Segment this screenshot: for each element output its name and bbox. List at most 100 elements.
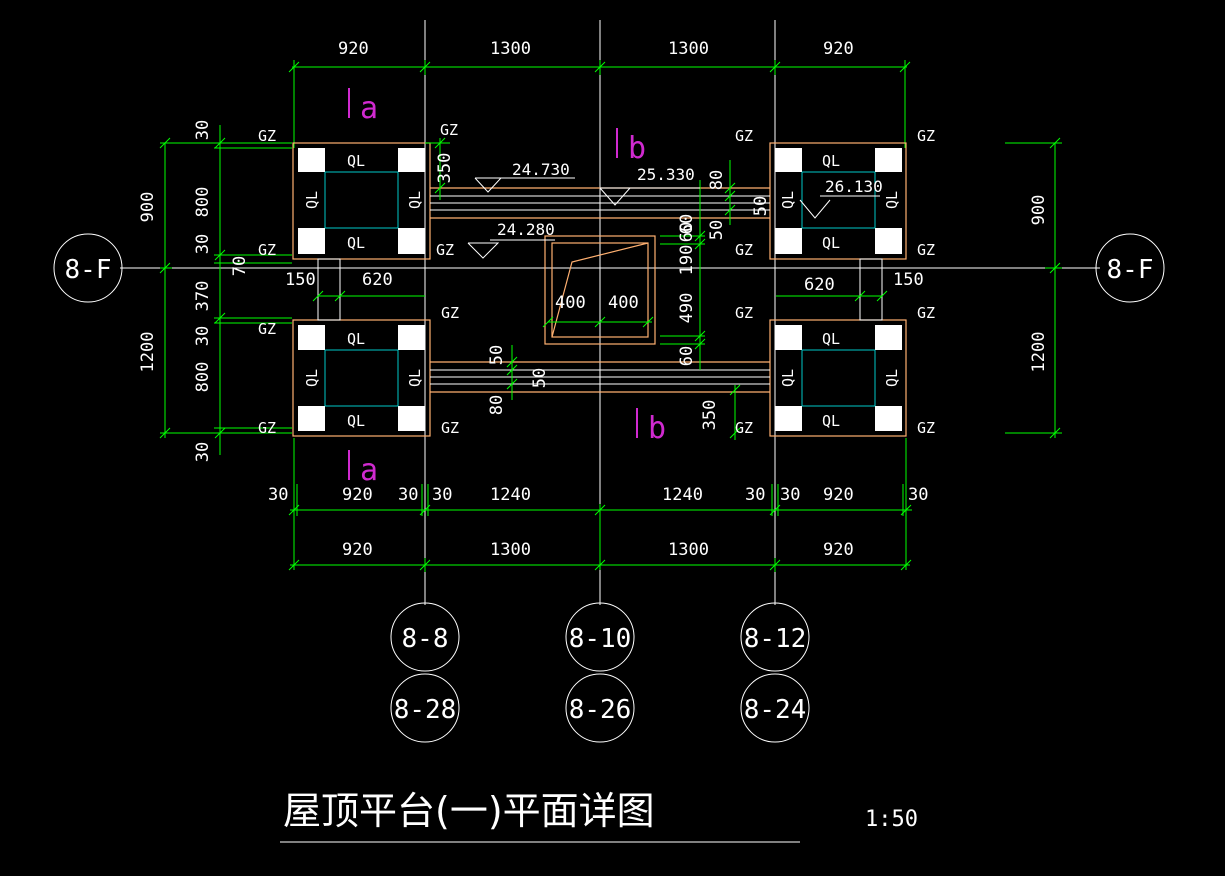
lower-left-dim-50a: 50 bbox=[487, 345, 507, 365]
bottom-fine-dim-6: 1240 bbox=[662, 485, 703, 505]
elevation-label-1: 24.730 bbox=[512, 160, 570, 179]
bottom-dim-2: 1300 bbox=[490, 540, 531, 560]
top-dim-3: 1300 bbox=[668, 39, 709, 59]
axis-bubble-8-12 bbox=[740, 602, 810, 672]
upper-beam bbox=[430, 187, 770, 219]
center-right-dim-80: 80 bbox=[707, 170, 727, 190]
ql-label: QL bbox=[822, 412, 840, 430]
section-mark-a-bottom: a bbox=[360, 453, 378, 488]
top-dimension-chain: 920 1300 1300 920 bbox=[288, 39, 911, 148]
gz-label: GZ bbox=[917, 127, 935, 145]
gz-label: GZ bbox=[258, 241, 276, 259]
axis-bubble-right bbox=[1095, 233, 1165, 303]
axis-label-8-10: 8-10 bbox=[569, 624, 632, 654]
right-outer-dim-2: 1200 bbox=[1029, 332, 1049, 373]
left-dimension-chains: 900 1200 30 800 30 70 370 30 800 30 bbox=[138, 120, 292, 462]
axis-bubble-8-24 bbox=[740, 673, 810, 743]
bottom-fine-dim-10: 30 bbox=[908, 485, 928, 505]
bottom-fine-dim-4: 30 bbox=[432, 485, 452, 505]
bottom-dim-4: 920 bbox=[823, 540, 854, 560]
gz-label: GZ bbox=[440, 121, 458, 139]
left-inner-dim-7: 800 bbox=[193, 362, 213, 393]
top-dim-4: 920 bbox=[823, 39, 854, 59]
axis-bubble-8-28 bbox=[390, 673, 460, 743]
axis-label-right: 8-F bbox=[1107, 255, 1154, 285]
bottom-dim-3: 1300 bbox=[668, 540, 709, 560]
beam-dimensions: 50 50 80 350 350 bbox=[425, 137, 741, 440]
top-dim-1: 920 bbox=[338, 39, 369, 59]
gz-label: GZ bbox=[917, 304, 935, 322]
center-right-dimension-chain: 80 50 60 50 190 60 490 60 bbox=[660, 160, 771, 370]
gz-label: GZ bbox=[258, 320, 276, 338]
ql-label: QL bbox=[406, 369, 424, 387]
gz-label: GZ bbox=[258, 419, 276, 437]
center-right-dim-490: 490 bbox=[677, 293, 697, 324]
center-dim-1: 400 bbox=[555, 293, 586, 313]
left-inner-dim-1: 30 bbox=[193, 120, 213, 140]
section-marks: a a b b bbox=[348, 88, 666, 488]
axis-bubble-8-10 bbox=[565, 602, 635, 672]
axis-bubble-8-8 bbox=[390, 602, 460, 672]
axis-label-left: 8-F bbox=[65, 255, 112, 285]
bottom-fine-dim-8: 30 bbox=[780, 485, 800, 505]
center-right-dim-190: 190 bbox=[677, 245, 697, 276]
ql-label: QL bbox=[347, 234, 365, 252]
gz-label: GZ bbox=[735, 127, 753, 145]
center-right-dim-60a: 60 bbox=[677, 214, 697, 234]
center-right-dim-60b: 60 bbox=[677, 222, 697, 242]
bottom-fine-dim-7: 30 bbox=[745, 485, 765, 505]
left-outer-dim-1: 900 bbox=[138, 192, 158, 223]
gz-label: GZ bbox=[441, 419, 459, 437]
elevation-label-2: 25.330 bbox=[637, 165, 695, 184]
section-mark-b-bottom: b bbox=[648, 411, 666, 446]
right-outer-dim-1: 900 bbox=[1029, 195, 1049, 226]
right-dimension-chain: 900 1200 bbox=[1005, 137, 1062, 439]
ql-label: QL bbox=[303, 369, 321, 387]
column-box-top-left: QL QL QL QL bbox=[292, 142, 431, 260]
ql-label: QL bbox=[303, 191, 321, 209]
gz-label: GZ bbox=[441, 304, 459, 322]
bottom-fine-dim-1: 30 bbox=[268, 485, 288, 505]
left-inner-dim-2: 800 bbox=[193, 187, 213, 218]
gz-label: GZ bbox=[735, 241, 753, 259]
section-mark-a-top: a bbox=[360, 91, 378, 126]
gz-label: GZ bbox=[917, 241, 935, 259]
ql-label: QL bbox=[347, 152, 365, 170]
top-dim-2: 1300 bbox=[490, 39, 531, 59]
ql-label: QL bbox=[883, 191, 901, 209]
center-right-dim-50a: 50 bbox=[751, 196, 771, 216]
column-box-bottom-left: QL QL QL QL bbox=[292, 319, 431, 437]
mid-right-dim-150: 150 bbox=[893, 270, 924, 290]
center-right-dim-50b: 50 bbox=[707, 220, 727, 240]
drawing-scale: 1:50 bbox=[865, 807, 918, 832]
left-inner-dim-4: 70 bbox=[230, 256, 250, 276]
bottom-fine-dim-5: 1240 bbox=[490, 485, 531, 505]
mid-left-dim-620: 620 bbox=[362, 270, 393, 290]
bottom-fine-dim-9: 920 bbox=[823, 485, 854, 505]
ql-label: QL bbox=[347, 412, 365, 430]
ql-label: QL bbox=[406, 191, 424, 209]
ql-label: QL bbox=[779, 191, 797, 209]
axis-bubble-8-26 bbox=[565, 673, 635, 743]
left-inner-dim-3: 30 bbox=[193, 234, 213, 254]
post-connectors: 150 620 620 150 bbox=[285, 258, 924, 321]
axis-bubbles: 8-F 8-F 8-8 8-10 8-12 8-28 8-26 8-24 bbox=[53, 233, 1165, 743]
left-inner-dim-5: 370 bbox=[193, 281, 213, 312]
axis-label-8-26: 8-26 bbox=[569, 695, 632, 725]
ql-label: QL bbox=[822, 234, 840, 252]
axis-label-8-12: 8-12 bbox=[744, 624, 807, 654]
axis-label-8-8: 8-8 bbox=[402, 624, 449, 654]
axis-label-8-28: 8-28 bbox=[394, 695, 457, 725]
column-box-bottom-right: QL QL QL QL bbox=[769, 319, 907, 437]
lower-beam bbox=[430, 361, 770, 393]
column-box-top-right: QL QL QL QL bbox=[769, 142, 907, 260]
ql-label: QL bbox=[779, 369, 797, 387]
gz-labels: GZ GZ GZ GZ GZ GZ GZ GZ GZ GZ GZ GZ GZ G… bbox=[258, 121, 935, 437]
section-mark-b-top: b bbox=[628, 131, 646, 166]
mid-left-dim-150: 150 bbox=[285, 270, 316, 290]
elevation-markers: 24.730 25.330 26.130 24.280 bbox=[467, 160, 883, 259]
left-inner-dim-6: 30 bbox=[193, 326, 213, 346]
center-dim-2: 400 bbox=[608, 293, 639, 313]
left-outer-dim-2: 1200 bbox=[138, 332, 158, 373]
